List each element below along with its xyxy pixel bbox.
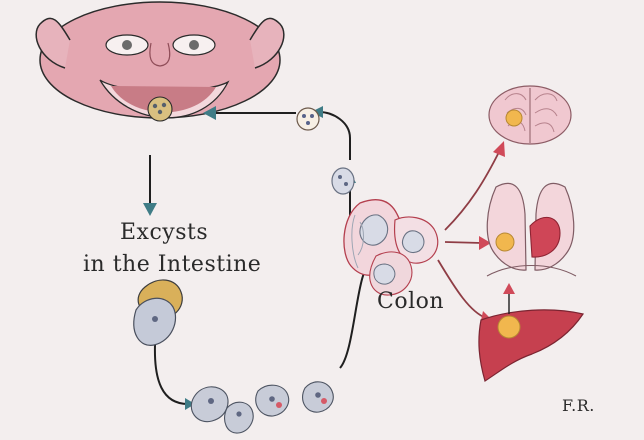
colon-illustration [344,200,438,295]
face-illustration [36,2,284,121]
excysts-label-line-2: in the Intestine [83,252,261,277]
lungs-heart-illustration [487,183,576,276]
colon-label: Colon [377,289,444,314]
liver-illustration [479,283,583,381]
artist-signature: F.R. [562,396,595,415]
excysts-label-line-1: Excysts [120,220,208,245]
brain-illustration [489,86,571,144]
